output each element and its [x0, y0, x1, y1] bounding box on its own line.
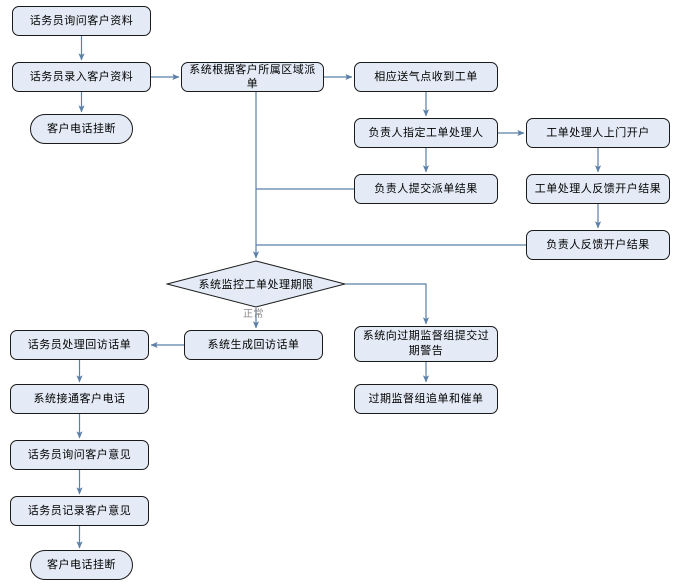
node-agent-handles-callback-sheet[interactable]: 话务员处理回访话单 — [10, 330, 149, 360]
diamond-label: 系统监控工单处理期限 — [198, 278, 314, 291]
node-agent-asks-customer-opinion[interactable]: 话务员询问客户意见 — [10, 440, 149, 470]
node-handler-feedback-open-result[interactable]: 工单处理人反馈开户结果 — [526, 174, 670, 204]
node-handler-onsite-open-account[interactable]: 工单处理人上门开户 — [526, 118, 670, 148]
node-agent-records-customer-opinion[interactable]: 话务员记录客户意见 — [10, 496, 149, 526]
edge-n11-n18 — [346, 283, 430, 325]
node-enter-customer-data[interactable]: 话务员录入客户资料 — [12, 62, 151, 92]
node-system-monitors-deadline[interactable]: 系统监控工单处理期限 — [166, 260, 346, 308]
node-customer-hangup-bottom[interactable]: 客户电话挂断 — [30, 550, 133, 580]
node-customer-hangup-top[interactable]: 客户电话挂断 — [30, 114, 133, 144]
edge-label-normal: 正常 — [243, 309, 264, 320]
node-system-generates-callback-sheet[interactable]: 系统生成回访话单 — [184, 330, 323, 360]
node-manager-submits-dispatch-result[interactable]: 负责人提交派单结果 — [354, 174, 498, 204]
node-overdue-team-follow-up[interactable]: 过期监督组追单和催单 — [354, 384, 498, 414]
node-system-submits-overdue-warning[interactable]: 系统向过期监督组提交过期警告 — [354, 326, 498, 362]
node-gas-station-receives-order[interactable]: 相应送气点收到工单 — [354, 62, 498, 92]
node-system-connects-customer-call[interactable]: 系统接通客户电话 — [10, 384, 149, 414]
node-manager-assigns-handler[interactable]: 负责人指定工单处理人 — [354, 118, 498, 148]
node-manager-feedback-open-result[interactable]: 负责人反馈开户结果 — [526, 230, 670, 260]
node-system-dispatch-by-region[interactable]: 系统根据客户所属区域派单 — [181, 62, 324, 92]
diamond-shape — [166, 260, 346, 308]
node-inquire-customer-data[interactable]: 话务员询问客户资料 — [12, 6, 151, 36]
